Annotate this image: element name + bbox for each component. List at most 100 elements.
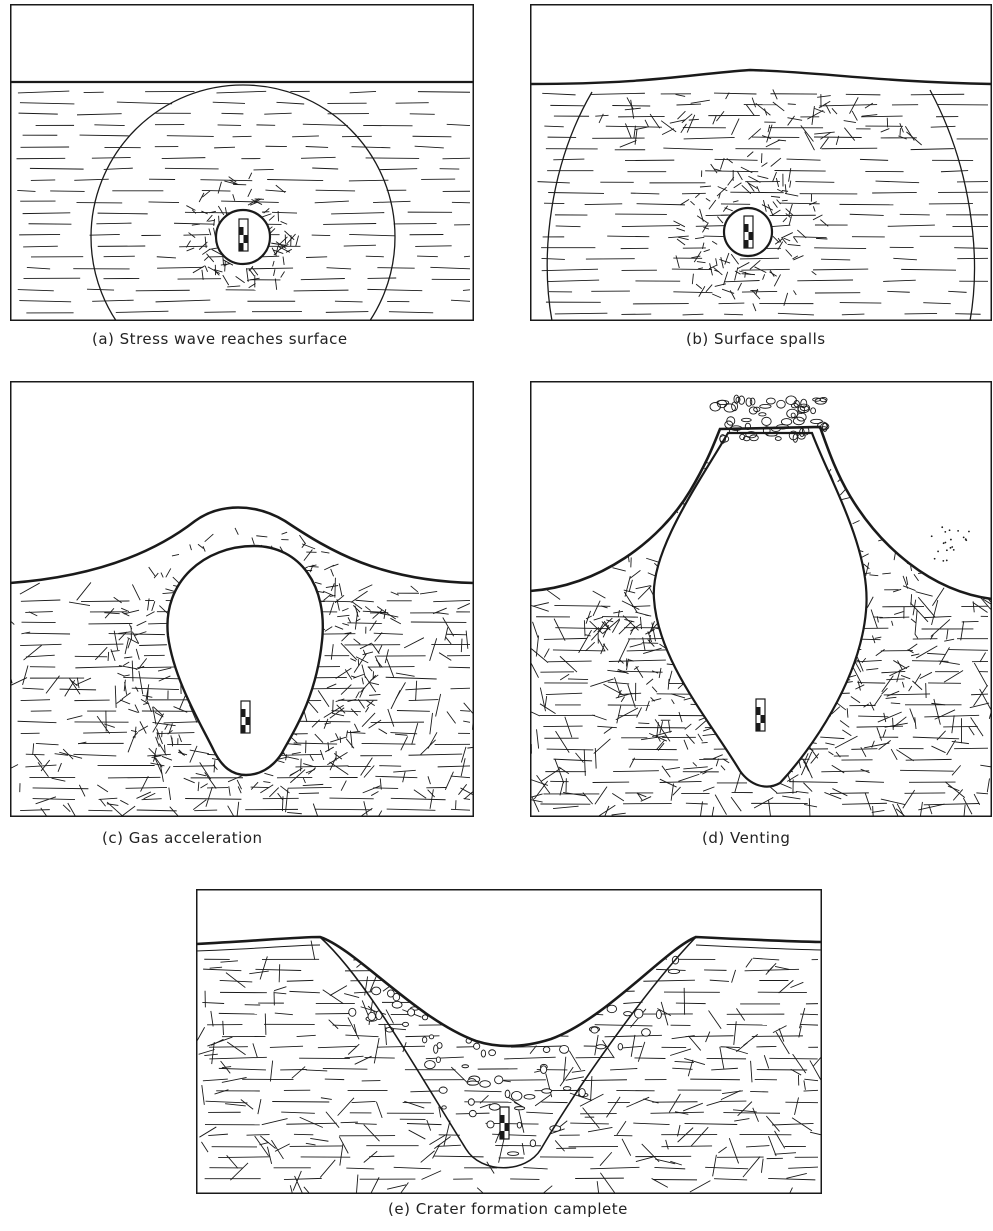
panel-a-stratum-dash: [418, 92, 470, 93]
panel-c-crack-mark: [136, 649, 139, 660]
panel-d-stratum-dash: [881, 671, 905, 672]
panel-b-fracture-mark: [620, 140, 637, 147]
panel-d-fracture-mark: [540, 704, 556, 714]
panel-d-fracture-mark: [547, 590, 560, 599]
panel-d-stratum-dash: [548, 661, 592, 662]
panel-c: [10, 381, 474, 817]
panel-c-crack-mark: [166, 766, 171, 773]
panel-c-stratum-dash: [26, 655, 55, 657]
panel-e-stratum-dash: [723, 1113, 780, 1114]
panel-c-crack-mark: [378, 645, 382, 653]
panel-d-fracture-mark: [973, 602, 988, 612]
panel-c-crack-mark: [310, 755, 313, 761]
panel-c-stratum-dash: [83, 732, 127, 733]
panel-e-stratum-dash: [804, 1090, 818, 1091]
panel-a-stratum-dash: [149, 202, 180, 203]
panel-b-crack-mark: [776, 178, 778, 187]
panel-b-fracture-mark: [635, 127, 648, 130]
panel-c-fracture-mark: [461, 747, 466, 763]
panel-d-stratum-dash: [924, 715, 979, 717]
panel-e-fracture-mark: [810, 1132, 822, 1135]
panel-c-fracture-mark: [205, 772, 217, 788]
panel-c-stratum-dash: [433, 600, 470, 601]
panel-c-fracture-mark: [132, 661, 133, 682]
panel-d-crack-mark: [659, 668, 661, 678]
panel-b-crack-mark: [730, 290, 735, 299]
panel-e-fracture-mark: [300, 1117, 323, 1127]
panel-e-fracture-mark: [569, 1051, 580, 1070]
panel-d-crack-mark: [903, 586, 915, 591]
panel-c-fracture-mark: [200, 762, 211, 779]
panel-b-crack-mark: [735, 267, 738, 280]
panel-d-fracture-mark: [560, 656, 577, 672]
panel-b-crack-mark: [773, 201, 778, 207]
panel-c-fracture-mark: [229, 786, 230, 795]
panel-e-fracture-mark: [275, 1144, 290, 1151]
panel-e-fracture-mark: [199, 1127, 216, 1137]
panel-c-fracture-mark: [179, 694, 186, 710]
panel-a-crack-mark: [204, 256, 208, 260]
panel-d-crack-mark: [915, 634, 918, 638]
panel-e-stratum-dash: [804, 1079, 818, 1081]
panel-e: [196, 889, 822, 1194]
panel-e-fracture-mark: [597, 1181, 599, 1194]
panel-c-fracture-mark: [396, 682, 406, 698]
panel-b-crack-mark: [680, 199, 689, 204]
panel-d-fracture-mark: [974, 685, 988, 706]
panel-d-fracture-mark: [877, 727, 882, 740]
panel-b-stratum-dash: [795, 182, 834, 183]
panel-e-stratum-dash: [323, 1068, 368, 1069]
panel-e-rubble-fragment: [511, 1091, 522, 1100]
panel-e-stratum-dash: [654, 1167, 685, 1168]
panel-b-fracture-mark: [906, 132, 921, 145]
panel-a-crack-mark: [223, 275, 229, 285]
panel-d-stratum-dash: [842, 803, 887, 804]
panel-b-stratum-dash: [585, 204, 623, 205]
panel-b-crack-mark: [790, 181, 791, 188]
panel-c-fracture-mark: [170, 807, 186, 817]
panel-e-stratum-dash: [206, 1101, 248, 1103]
panel-d-crack-mark: [909, 686, 912, 691]
panel-c-crack-mark: [179, 734, 182, 741]
panel-e-rubble-fragment: [436, 1057, 440, 1063]
panel-b-fracture-mark: [788, 116, 795, 126]
panel-b-stratum-dash: [663, 148, 713, 150]
panel-d-fracture-mark: [553, 806, 579, 808]
panel-b-fracture-mark: [595, 115, 608, 116]
panel-c-crack-mark: [269, 788, 278, 797]
panel-d-stratum-dash: [546, 693, 582, 694]
panel-a-crack-mark: [296, 236, 299, 247]
panel-a-stratum-dash: [373, 201, 410, 202]
panel-c-stratum-dash: [36, 743, 59, 744]
panel-d-crack-mark: [669, 721, 671, 733]
panel-a-stratum-dash: [349, 180, 389, 181]
panel-e-rubble-fragment: [392, 1001, 402, 1008]
panel-b-crack-mark: [762, 163, 768, 167]
panel-d-crack-mark: [671, 699, 674, 703]
panel-c-stratum-dash: [132, 688, 179, 689]
panel-e-stratum-dash: [247, 1135, 270, 1136]
panel-e-fracture-mark: [675, 1061, 694, 1062]
panel-d-stratum-dash: [627, 650, 671, 651]
panel-c-crack-mark: [252, 538, 254, 545]
panel-e-fracture-mark: [311, 941, 315, 960]
panel-c-drawing: [10, 381, 474, 817]
panel-d-crack-mark: [887, 691, 899, 696]
panel-d-drawing: [530, 381, 992, 817]
panel-b-crack-mark: [706, 285, 712, 292]
panel-b-explosive-charge: [744, 216, 753, 248]
panel-c-fracture-mark: [139, 671, 143, 694]
panel-c-stratum-dash: [108, 777, 161, 778]
panel-c-crack-mark: [324, 594, 332, 600]
panel-c-stratum-dash: [139, 645, 167, 646]
panel-a-stratum-dash: [306, 257, 327, 258]
panel-b-stratum-dash: [774, 170, 825, 171]
panel-c-stratum-dash: [448, 667, 470, 668]
panel-d-stratum-dash: [943, 726, 977, 727]
panel-b-stratum-dash: [893, 258, 917, 260]
panel-e-stratum-dash: [745, 969, 799, 970]
panel-a-stratum-dash: [447, 124, 470, 125]
panel-a-stratum-dash: [23, 246, 58, 247]
panel-e-fracture-mark: [210, 967, 222, 968]
panel-d-stratum-dash: [632, 606, 650, 607]
